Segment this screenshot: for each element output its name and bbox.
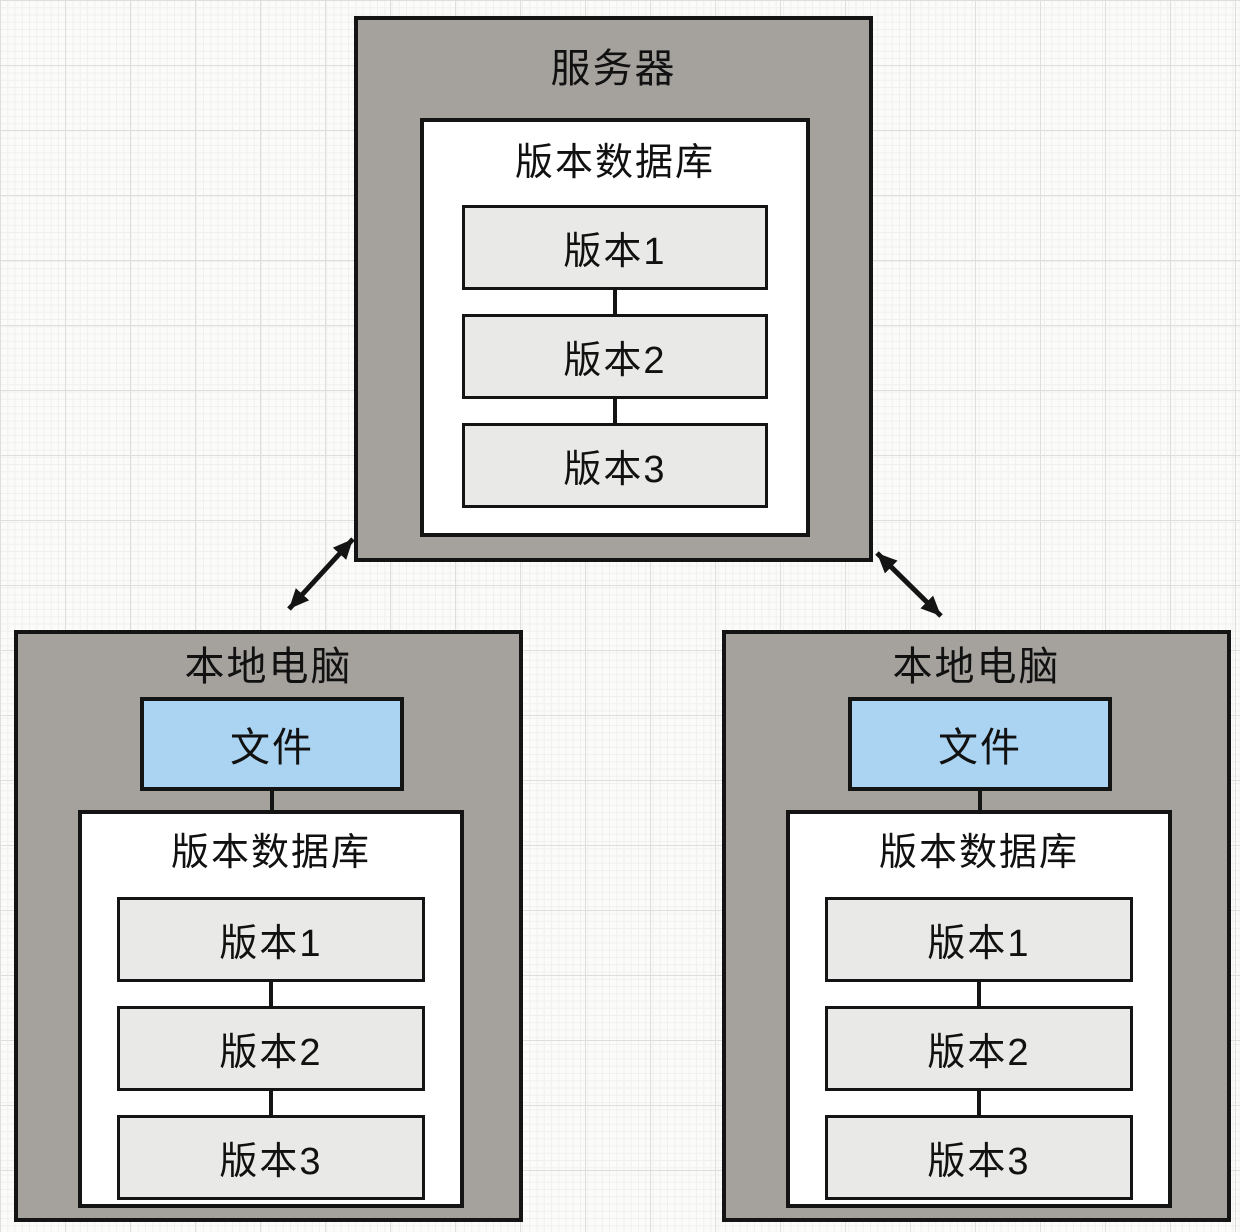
local-computer-right-box: 本地电脑 文件 版本数据库 版本1 版本2 版本3 (722, 630, 1231, 1222)
local-version-database-box: 版本数据库 版本1 版本2 版本3 (786, 810, 1172, 1208)
local-computer-title: 本地电脑 (184, 645, 353, 689)
version-item: 版本3 (462, 423, 768, 508)
version-item: 版本2 (825, 1006, 1133, 1091)
version-item: 版本3 (117, 1115, 425, 1200)
version-database-title: 版本数据库 (514, 142, 715, 184)
sync-arrow-right (875, 551, 943, 618)
version-connector-line (613, 399, 617, 423)
sync-arrow-left (287, 537, 355, 611)
server-box: 服务器 版本数据库 版本1 版本2 版本3 (354, 16, 873, 562)
version-item: 版本1 (462, 205, 768, 290)
version-item: 版本1 (117, 897, 425, 982)
server-title: 服务器 (550, 47, 677, 91)
version-connector-line (977, 982, 981, 1006)
file-box: 文件 (140, 697, 404, 791)
file-box: 文件 (848, 697, 1112, 791)
version-item: 版本1 (825, 897, 1133, 982)
version-connector-line (269, 1091, 273, 1115)
version-item: 版本3 (825, 1115, 1133, 1200)
file-db-connector-line (270, 791, 274, 810)
version-connector-line (977, 1091, 981, 1115)
version-database-title: 版本数据库 (170, 832, 371, 874)
version-connector-line (613, 290, 617, 314)
file-db-connector-line (978, 791, 982, 810)
version-item: 版本2 (462, 314, 768, 399)
local-computer-title: 本地电脑 (892, 645, 1061, 689)
version-connector-line (269, 982, 273, 1006)
local-version-database-box: 版本数据库 版本1 版本2 版本3 (78, 810, 464, 1208)
server-version-database-box: 版本数据库 版本1 版本2 版本3 (420, 118, 810, 537)
version-item: 版本2 (117, 1006, 425, 1091)
version-database-title: 版本数据库 (878, 832, 1079, 874)
local-computer-left-box: 本地电脑 文件 版本数据库 版本1 版本2 版本3 (14, 630, 523, 1222)
